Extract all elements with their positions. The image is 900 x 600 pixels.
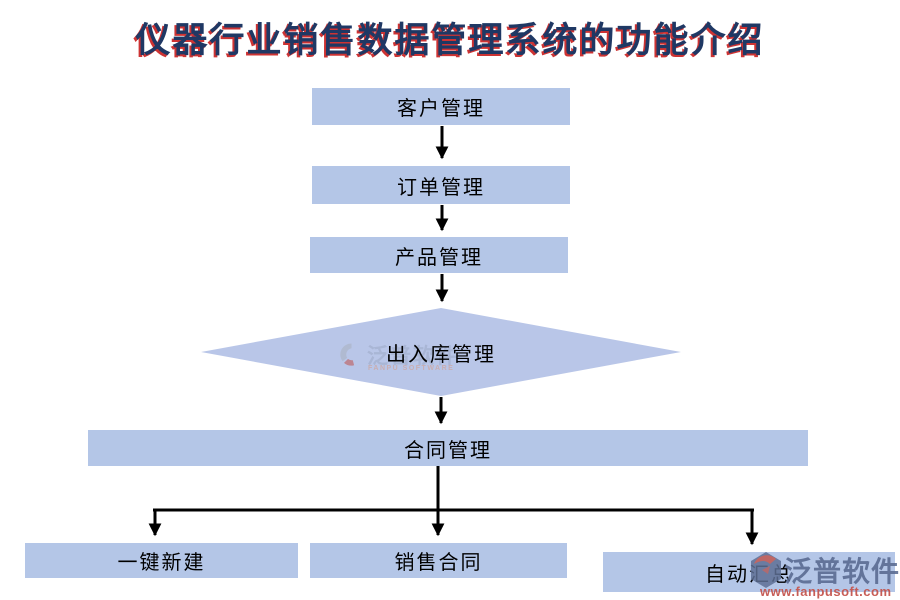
node-warehouse-management: 出入库管理 xyxy=(201,308,681,396)
node-order-management: 订单管理 xyxy=(312,166,570,204)
node-label: 产品管理 xyxy=(395,246,483,269)
node-label: 一键新建 xyxy=(117,552,206,574)
node-label: 出入库管理 xyxy=(386,343,496,366)
page-title: 仪器行业销售数据管理系统的功能介绍 xyxy=(135,21,765,60)
node-label: 合同管理 xyxy=(404,439,492,462)
node-one-click-create: 一键新建 xyxy=(25,543,298,578)
node-product-management: 产品管理 xyxy=(310,237,568,273)
node-customer-management: 客户管理 xyxy=(312,88,570,125)
node-auto-summary: 自动汇总 xyxy=(603,552,895,592)
node-contract-management: 合同管理 xyxy=(88,430,808,466)
node-label: 自动汇总 xyxy=(705,563,793,586)
node-label: 订单管理 xyxy=(397,176,485,199)
node-sales-contract: 销售合同 xyxy=(310,543,567,578)
node-label: 销售合同 xyxy=(394,552,483,574)
node-label: 客户管理 xyxy=(397,98,485,120)
